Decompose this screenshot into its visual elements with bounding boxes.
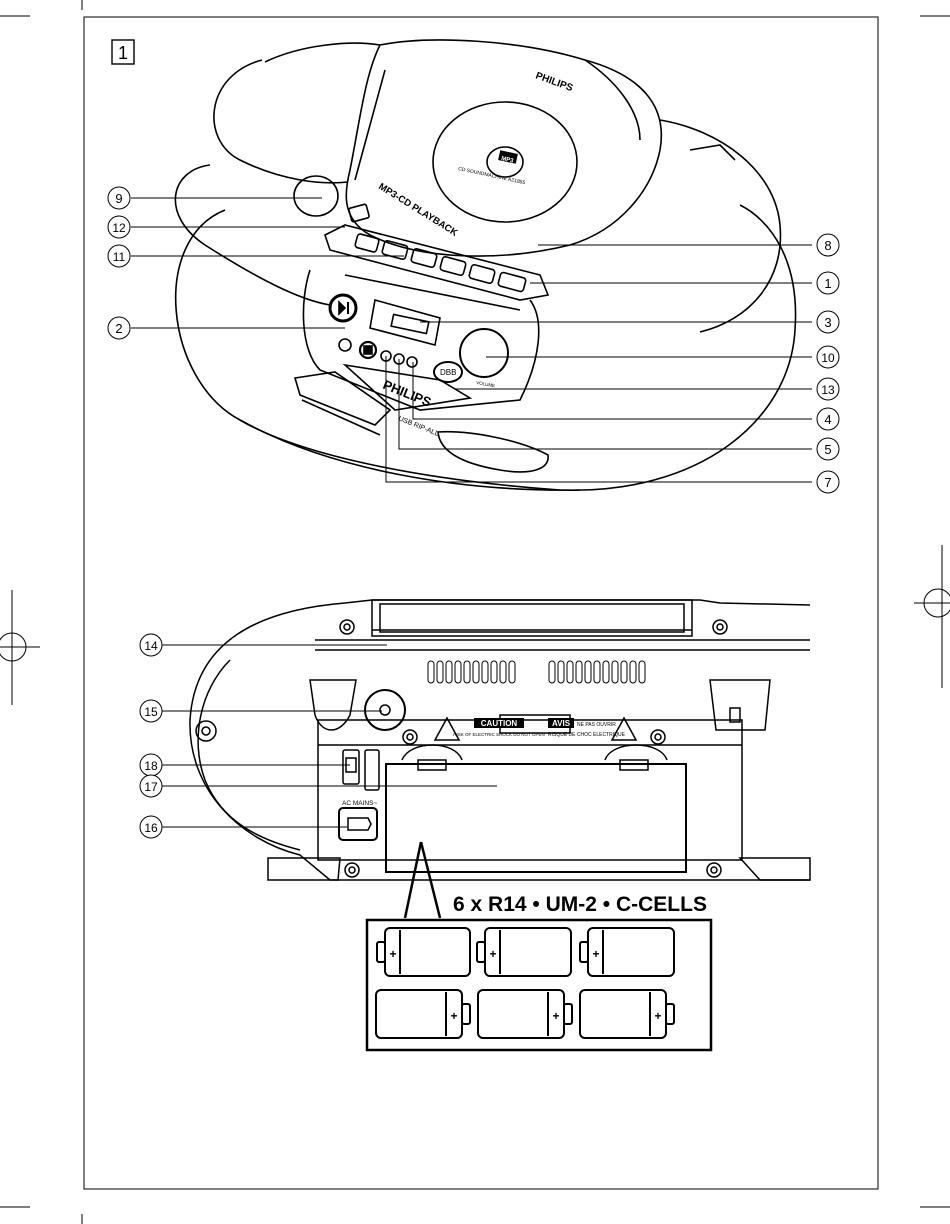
caution-subtitle: RISK OF ELECTRIC SHOCK DO NOT OPEN bbox=[453, 732, 544, 737]
battery-inset bbox=[365, 841, 713, 1052]
avis-label-box bbox=[548, 718, 574, 728]
figure-number-box bbox=[111, 39, 135, 65]
figure-number: 1 bbox=[118, 43, 128, 63]
callout-17: 17 bbox=[144, 780, 158, 794]
mp3-badge-box bbox=[498, 150, 518, 164]
callout-16: 16 bbox=[144, 821, 158, 835]
callout-3: 3 bbox=[824, 315, 831, 330]
battery-compartment bbox=[385, 763, 687, 873]
model-label: CD SOUNDMACHINE AZ1855 bbox=[458, 166, 526, 186]
ac-mains-label: AC MAINS~ bbox=[342, 800, 377, 807]
battery-cells bbox=[375, 927, 675, 1039]
callout-7: 7 bbox=[824, 475, 831, 490]
control-button-strip bbox=[324, 224, 550, 301]
boombox-rear-illustration bbox=[189, 599, 811, 881]
brand-logo-lid: PHILIPS bbox=[534, 70, 575, 94]
voltage-switch bbox=[342, 749, 360, 785]
volume-label: VOLUME bbox=[476, 380, 496, 388]
battery-polarity-marks: + + + + + + bbox=[389, 947, 661, 1023]
rear-vent-slots bbox=[427, 660, 646, 684]
lid-label: MP3-CD PLAYBACK bbox=[376, 181, 459, 239]
callout-9: 9 bbox=[115, 191, 122, 206]
callout-11: 11 bbox=[113, 250, 126, 264]
callout-5: 5 bbox=[824, 442, 831, 457]
callout-2: 2 bbox=[115, 321, 122, 336]
callout-15: 15 bbox=[144, 705, 158, 719]
top-callouts: 9 12 11 2 8 1 3 10 13 4 5 7 bbox=[107, 186, 840, 494]
callout-10: 10 bbox=[821, 351, 835, 365]
stop-button bbox=[358, 340, 378, 360]
avis-title: AVIS bbox=[552, 719, 571, 728]
caution-title: CAUTION bbox=[481, 719, 518, 728]
volume-knob bbox=[459, 328, 509, 378]
dbb-button bbox=[433, 361, 463, 383]
bottom-callouts: 14 15 18 17 16 bbox=[139, 633, 163, 839]
lcd-display bbox=[369, 298, 441, 346]
top-leader-lines bbox=[131, 197, 812, 483]
cd-window bbox=[432, 101, 578, 223]
callout-4: 4 bbox=[824, 412, 831, 427]
battery-plus-3: + bbox=[592, 947, 599, 961]
callout-12: 12 bbox=[112, 221, 126, 235]
rear-jack bbox=[364, 689, 406, 731]
ac-mains-socket bbox=[338, 807, 378, 841]
battery-plus-4: + bbox=[450, 1009, 457, 1023]
dbb-label: DBB bbox=[440, 368, 456, 377]
front-panel bbox=[302, 269, 540, 411]
page-frame bbox=[83, 16, 879, 1190]
battery-plus-1: + bbox=[389, 947, 396, 961]
tuning-knob bbox=[293, 175, 339, 217]
callout-14: 14 bbox=[144, 639, 158, 653]
battery-inset-box bbox=[365, 918, 713, 1052]
callout-18: 18 bbox=[144, 759, 158, 773]
usb-port bbox=[348, 203, 370, 223]
boombox-front-illustration bbox=[174, 39, 797, 491]
rear-handle bbox=[371, 599, 693, 637]
play-pause-button bbox=[328, 293, 358, 323]
callout-13: 13 bbox=[821, 383, 835, 397]
callout-8: 8 bbox=[824, 238, 831, 253]
battery-plus-6: + bbox=[654, 1009, 661, 1023]
avis-subtitle-1: NE PAS OUVRIR bbox=[577, 722, 616, 728]
caution-label-box bbox=[474, 718, 524, 728]
bottom-leader-lines bbox=[162, 644, 497, 828]
battery-plus-5: + bbox=[552, 1009, 559, 1023]
cd-lid bbox=[345, 39, 663, 257]
rear-panel bbox=[317, 719, 743, 861]
battery-plus-2: + bbox=[489, 947, 496, 961]
callout-1: 1 bbox=[824, 276, 831, 291]
mp3-badge: MP3 bbox=[501, 156, 515, 165]
battery-spec: 6 x R14 • UM-2 • C-CELLS bbox=[453, 893, 707, 916]
avis-subtitle-2: RISQUE DE CHOC ELECTRIQUE bbox=[548, 732, 626, 738]
